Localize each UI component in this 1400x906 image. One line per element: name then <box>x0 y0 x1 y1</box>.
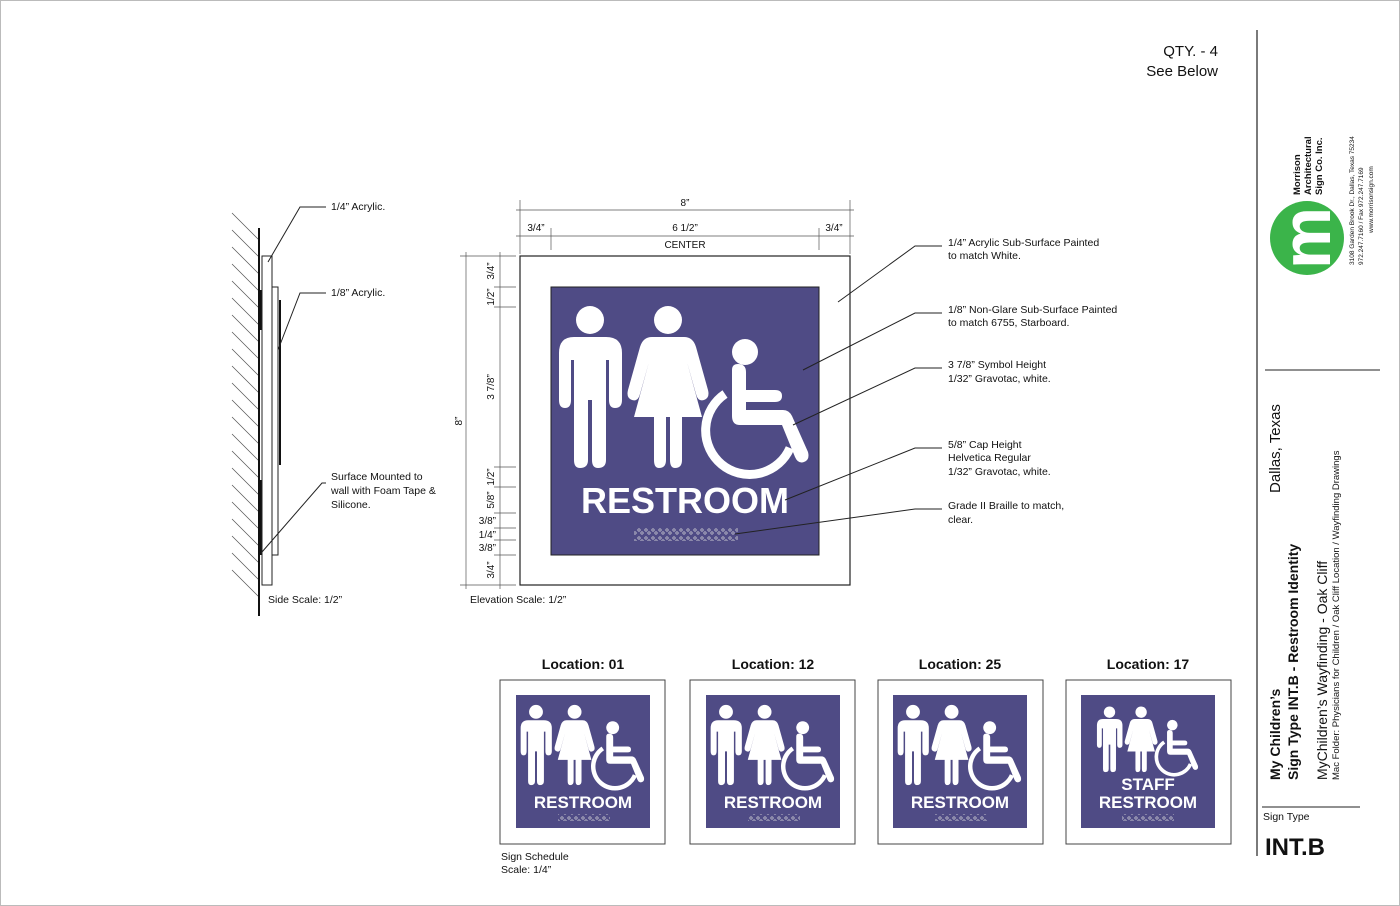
sign-type-label: Sign Type <box>1263 811 1310 823</box>
outer-acrylic-section <box>261 255 273 586</box>
side-scale-label: Side Scale: 1/2” <box>268 594 343 606</box>
height-total-dim: 8” <box>454 417 465 426</box>
sign-text-line-1: STAFF <box>1121 775 1175 794</box>
inner-acrylic-label: 1/8” Acrylic. <box>331 287 385 299</box>
callout-symbol-2: 1/32” Gravotac, white. <box>948 373 1051 385</box>
wayfinding-title: MyChildren’s Wayfinding - Oak Cliff <box>1314 561 1330 780</box>
folder-path: Mac Folder: Physicians for Children / Oa… <box>1331 450 1342 780</box>
braille-dots <box>634 528 738 541</box>
sign-text: RESTROOM <box>534 793 632 812</box>
inner-acrylic-section <box>271 286 279 556</box>
project-title: My Children’s <box>1267 689 1283 780</box>
sign-text-line-2: RESTROOM <box>1099 793 1197 812</box>
callout-backer-2: to match White. <box>948 250 1021 262</box>
sign-type-value: INT.B <box>1265 834 1325 861</box>
callout-backer-1: 1/4” Acrylic Sub-Surface Painted <box>948 237 1099 249</box>
sign-text: RESTROOM <box>911 793 1009 812</box>
sign-text: RESTROOM <box>724 793 822 812</box>
width-center-dim: 6 1/2” <box>672 223 698 234</box>
see-below-label: See Below <box>1146 63 1218 80</box>
schedule-caption: Sign Schedule <box>501 851 569 863</box>
location-label: Location: 01 <box>542 656 625 672</box>
callout-symbol-1: 3 7/8” Symbol Height <box>948 359 1046 371</box>
mount-note-3: Silicone. <box>331 499 371 511</box>
callout-braille-2: clear. <box>948 514 973 526</box>
braille-dots <box>1122 814 1174 821</box>
center-label: CENTER <box>664 240 705 251</box>
title-block: m Morrison Architectural Sign Co. Inc. 3… <box>1256 30 1380 861</box>
vdim-symbol-height: 3 7/8” <box>486 374 497 400</box>
outer-acrylic-label: 1/4” Acrylic. <box>331 201 385 213</box>
schedule-item: Location: 12 RESTROOM <box>689 656 856 845</box>
width-total-dim: 8” <box>681 198 690 209</box>
sign-text: RESTROOM <box>581 480 789 521</box>
wall-hatching <box>231 212 260 598</box>
braille-dots <box>935 814 987 821</box>
callout-braille-1: Grade II Braille to match, <box>948 500 1064 512</box>
braille-dots <box>748 814 800 821</box>
vdim-bottom-margin: 3/4” <box>486 561 497 578</box>
vdim-cap-height: 5/8” <box>486 491 497 508</box>
company-name-2: Architectural <box>1303 136 1314 195</box>
callout-face-1: 1/8” Non-Glare Sub-Surface Painted <box>948 304 1117 316</box>
location-label: Location: 12 <box>732 656 815 672</box>
company-address: 3108 Garden Brook Dr., Dallas, Texas 752… <box>1349 136 1356 265</box>
location-label: Location: 25 <box>919 656 1002 672</box>
elevation-view: 8” 3/4” 6 1/2” 3/4” CENTER 8” 3/4” 1/2” … <box>454 198 854 606</box>
schedule-item: Location: 25 RESTROOM <box>877 656 1044 845</box>
callout-face-2: to match 6755, Starboard. <box>948 317 1069 329</box>
callouts: 1/4” Acrylic Sub-Surface Painted to matc… <box>734 237 1117 535</box>
vdim-top-margin: 3/4” <box>486 262 497 279</box>
callout-text-1: 5/8” Cap Height <box>948 439 1022 451</box>
callout-text-2: Helvetica Regular <box>948 452 1031 464</box>
side-view: 1/4” Acrylic. 1/8” Acrylic. Surface Moun… <box>231 201 436 616</box>
logo-letter: m <box>1267 207 1345 269</box>
location-label: Location: 17 <box>1107 656 1190 672</box>
vdim-symbol-gap: 1/2” <box>486 288 497 305</box>
sign-schedule: Location: 01 RESTROOM Location: 12 RESTR… <box>499 656 1232 876</box>
schedule-scale: Scale: 1/4” <box>501 864 552 876</box>
vdim-braille-gap: 3/8” <box>479 516 496 527</box>
qty-label: QTY. - 4 <box>1163 43 1218 60</box>
width-left-dim: 3/4” <box>527 223 544 234</box>
vdim-braille-bottom: 3/8” <box>479 543 496 554</box>
schedule-item: Location: 01 RESTROOM <box>499 656 666 845</box>
company-logo: m <box>1267 201 1345 275</box>
mount-note-2: wall with Foam Tape & <box>330 485 436 497</box>
company-website: www.morrisonsign.com <box>1368 166 1375 234</box>
braille-dots <box>558 814 610 821</box>
width-right-dim: 3/4” <box>825 223 842 234</box>
elevation-scale-label: Elevation Scale: 1/2” <box>470 594 567 606</box>
mount-note-1: Surface Mounted to <box>331 471 423 483</box>
company-name-3: Sign Co. Inc. <box>1314 137 1325 195</box>
vdim-text-gap: 1/2” <box>486 468 497 485</box>
company-name-1: Morrison <box>1292 154 1303 195</box>
company-phone: 972.247.7160 / Fax 972.247.7169 <box>1358 167 1365 265</box>
city-label: Dallas, Texas <box>1267 404 1284 493</box>
sign-type-title: Sign Type INT.B - Restroom Identity <box>1285 544 1301 780</box>
schedule-item: Location: 17 STAFF RESTROOM <box>1065 656 1232 845</box>
vdim-braille-height: 1/4” <box>479 530 496 541</box>
callout-text-3: 1/32” Gravotac, white. <box>948 466 1051 478</box>
